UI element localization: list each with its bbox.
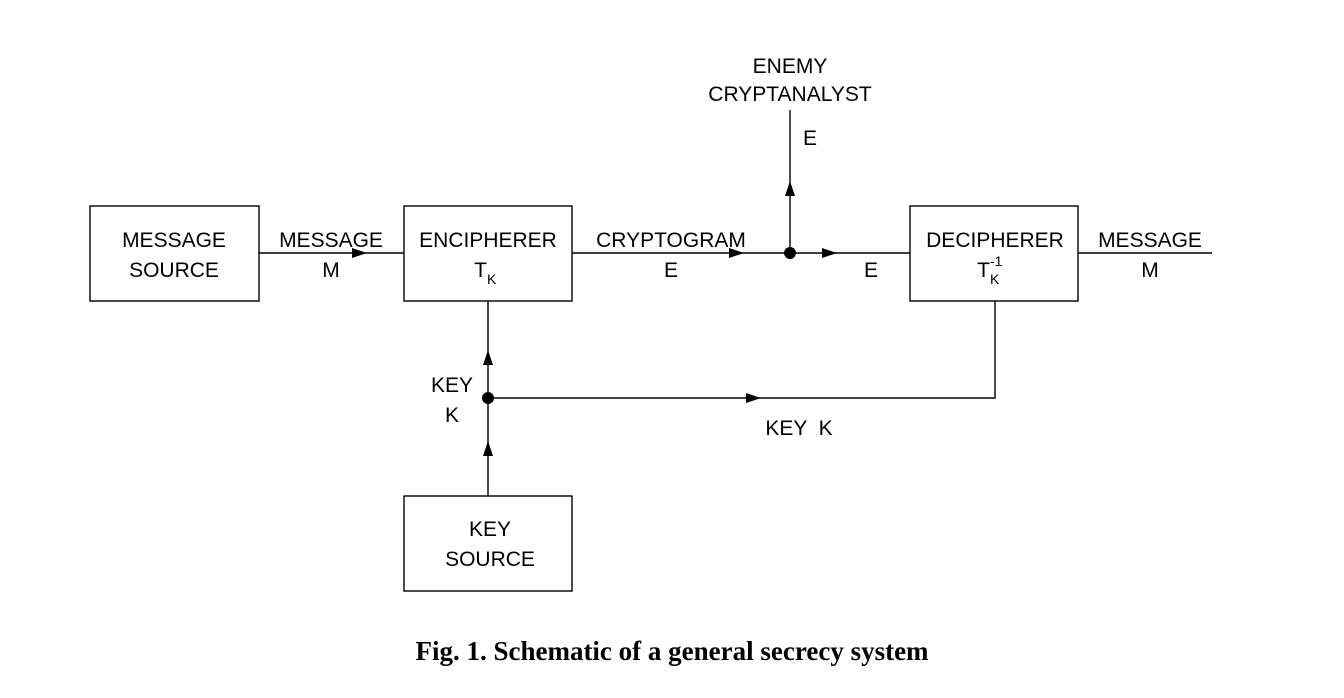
key-right-wire	[488, 301, 996, 399]
encipherer-label: ENCIPHERER	[419, 229, 557, 252]
cryptogram-label-line1: CRYPTOGRAM	[596, 229, 746, 252]
key-source-box: KEY SOURCE	[403, 495, 573, 592]
decipherer-symbol: T	[977, 259, 990, 282]
encipherer-box: ENCIPHERER T K	[403, 205, 573, 302]
message-in-label-line1: MESSAGE	[279, 229, 383, 252]
message-in-arrow-icon	[352, 248, 367, 258]
key-up-label-line1: KEY	[431, 374, 473, 397]
cryptogram-arrow-icon	[729, 248, 744, 258]
decipherer-box: DECIPHERER T K -1	[909, 205, 1079, 302]
key-source-label-line1: KEY	[469, 518, 511, 541]
key-source-label-line2: SOURCE	[445, 548, 535, 571]
enemy-label-line1: ENEMY	[753, 55, 828, 78]
to-decipherer-label: E	[864, 259, 878, 282]
key-to-encipherer-arrow-icon	[483, 350, 493, 365]
to-enemy-arrow-icon	[785, 181, 795, 196]
message-source-box: MESSAGE SOURCE	[89, 205, 260, 302]
encipherer-subscript: K	[487, 271, 497, 287]
encipherer-symbol: T	[474, 259, 487, 282]
message-source-label-line2: SOURCE	[129, 259, 219, 282]
key-up-label-line2: K	[445, 404, 459, 427]
message-in-label-line2: M	[322, 259, 340, 282]
cryptogram-junction-dot	[784, 247, 796, 259]
figure-caption: Fig. 1. Schematic of a general secrecy s…	[415, 636, 929, 666]
decipherer-subscript: K	[990, 271, 1000, 287]
enemy-label-line2: CRYPTANALYST	[708, 83, 872, 106]
key-source-arrow-icon	[483, 441, 493, 456]
decipherer-label: DECIPHERER	[926, 229, 1064, 252]
message-source-label-line1: MESSAGE	[122, 229, 226, 252]
key-to-decipherer-arrow-icon	[746, 393, 761, 403]
to-enemy-label: E	[803, 127, 817, 150]
key-right-label: KEY K	[765, 417, 832, 440]
cryptogram-label-line2: E	[664, 259, 678, 282]
decipherer-superscript: -1	[990, 253, 1003, 269]
to-decipherer-arrow-icon	[822, 248, 837, 258]
message-out-label-line2: M	[1141, 259, 1159, 282]
key-junction-dot	[482, 392, 494, 404]
message-out-label-line1: MESSAGE	[1098, 229, 1202, 252]
